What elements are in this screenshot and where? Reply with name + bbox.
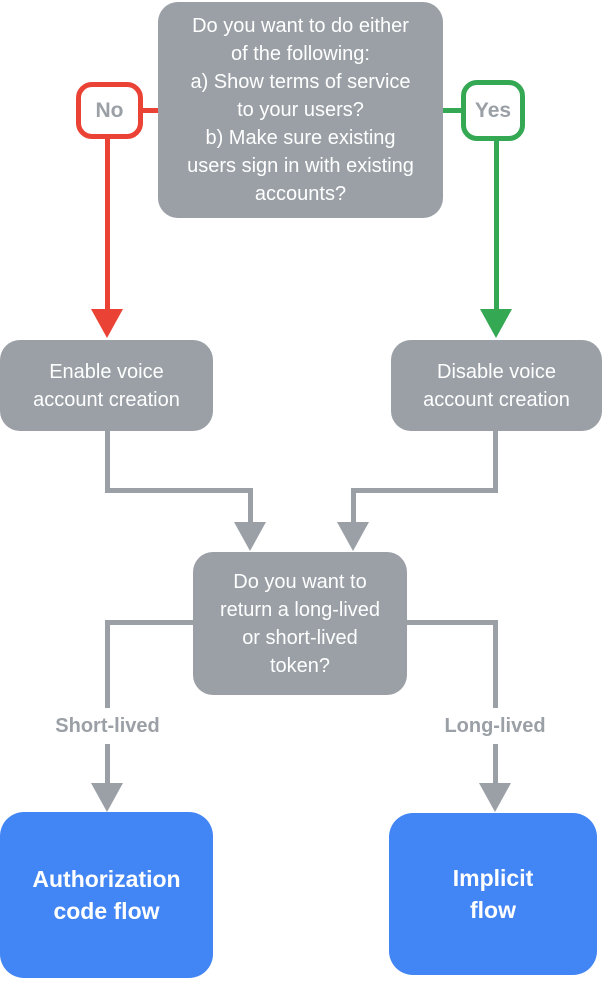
node-authorization-code-flow: Authorization code flow [0,812,213,978]
short-lived-line-across [105,620,193,625]
short-lived-line-down [105,620,110,785]
long-lived-arrowhead-icon [479,783,511,812]
node-implicit-flow: Implicit flow [389,813,597,975]
enable-to-token-arrowhead-icon [234,522,266,551]
node-top-question: Do you want to do either of the followin… [158,2,443,218]
yes-branch-line-horizontal [443,108,461,113]
enable-to-token-line-drop [248,488,253,523]
long-lived-line-down [493,620,498,785]
badge-yes: Yes [461,80,525,141]
node-token-question: Do you want to return a long-lived or sh… [193,552,407,695]
disable-to-token-line-drop [351,488,356,523]
label-short-lived: Short-lived [23,708,192,744]
node-disable-voice-account-creation: Disable voice account creation [391,340,602,431]
enable-to-token-line-down [105,431,110,493]
enable-to-token-line-across [105,488,253,493]
yes-branch-line-vertical [494,137,499,310]
no-branch-arrowhead-icon [91,309,123,338]
yes-branch-arrowhead-icon [480,309,512,338]
badge-no: No [76,82,143,139]
node-enable-voice-account-creation: Enable voice account creation [0,340,213,431]
disable-to-token-arrowhead-icon [337,522,369,551]
disable-to-token-line-down [493,431,498,493]
label-long-lived: Long-lived [410,708,580,744]
short-lived-arrowhead-icon [91,783,123,812]
no-branch-line-vertical [105,136,110,310]
disable-to-token-line-across [351,488,498,493]
long-lived-line-across [407,620,496,625]
no-branch-line-horizontal [143,108,158,113]
